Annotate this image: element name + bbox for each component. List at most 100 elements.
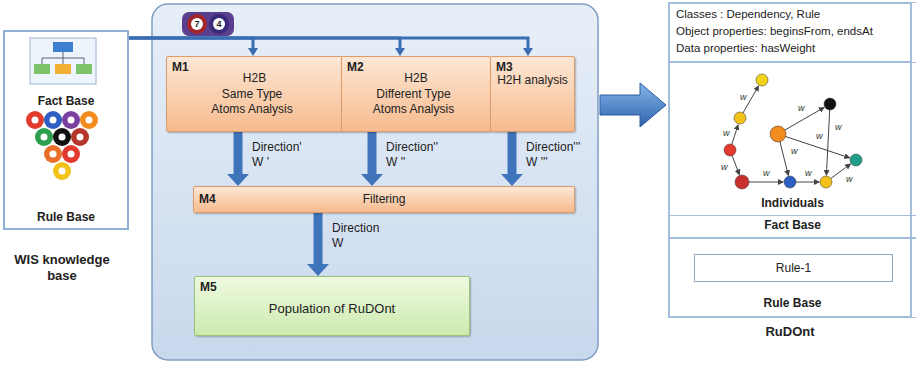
node-heading: Rule Base <box>669 296 916 311</box>
node-label: Same Type Atoms Analysis <box>207 87 297 117</box>
module-box: M3H2H analysis <box>490 56 575 132</box>
individual-balls <box>756 74 768 86</box>
individual-balls <box>820 176 832 188</box>
individual-balls <box>784 176 796 188</box>
pipeline-panel <box>152 4 598 360</box>
node-heading: M1 <box>172 60 189 75</box>
node-label: H2H analysis <box>491 73 574 88</box>
pool-balls <box>86 117 93 124</box>
output-arrow <box>600 83 666 127</box>
distribution-line <box>129 38 258 56</box>
edge-label: Direction''' W ''' <box>526 140 585 170</box>
pool-balls <box>62 145 80 163</box>
individual-balls <box>724 144 736 156</box>
node-label: Filtering <box>194 192 574 207</box>
individual-balls <box>735 175 749 189</box>
pool-balls <box>53 162 71 180</box>
ball-number: 4 <box>210 18 228 30</box>
connector-line <box>129 38 253 49</box>
atom-pair-icon <box>209 14 229 34</box>
pool-balls <box>44 111 62 129</box>
atom-pair-icon <box>182 12 234 36</box>
pool-balls <box>50 151 57 158</box>
node-heading: Fact Base <box>5 94 127 109</box>
connector-line <box>314 213 323 265</box>
pipeline-panel <box>152 4 598 360</box>
flow-arrow <box>227 132 249 186</box>
distribution-line <box>129 38 533 56</box>
node-heading: M2 <box>347 60 364 75</box>
fact-base-icon <box>42 52 84 64</box>
connector-line <box>234 132 243 175</box>
node-heading: WIS knowledge base <box>5 252 119 285</box>
flow-arrow <box>307 213 329 276</box>
arrow-head <box>307 264 329 276</box>
node-label: Object properties: beginsFrom, endsAt <box>676 24 873 38</box>
flow-arrow <box>361 132 383 186</box>
pool-balls <box>50 117 57 124</box>
fact-base-section: Fact Base Classes : Dependency, RuleObjec… <box>668 2 916 238</box>
individual-balls <box>724 74 862 189</box>
node-heading: Fact Base <box>669 218 916 233</box>
node-label: Rule-1 <box>695 261 892 276</box>
weight-label: w <box>739 92 748 102</box>
schema-section: Classes : Dependency, RuleObject propert… <box>668 2 912 62</box>
arrow-head <box>361 174 383 186</box>
individuals-graph <box>826 104 830 175</box>
node-label: Population of RuDOnt <box>195 301 469 317</box>
output-arrow <box>600 83 666 127</box>
pool-balls <box>59 168 66 175</box>
flow-arrow <box>501 132 523 186</box>
node-heading: Individuals <box>669 196 916 211</box>
node-heading: Rule Base <box>5 210 127 225</box>
connector-line <box>508 132 517 175</box>
pool-balls <box>26 111 98 180</box>
node-heading: RuDOnt <box>670 324 910 340</box>
pool-balls <box>35 128 53 146</box>
arrow-head <box>395 48 405 56</box>
node-label: H2B <box>167 71 342 86</box>
pool-balls <box>62 111 80 129</box>
population-box: M5Population of RuDOnt <box>194 276 470 336</box>
weight-label: w <box>845 174 854 184</box>
arrow-head <box>248 48 258 56</box>
pool-balls <box>71 128 89 146</box>
fact-base-icon <box>53 42 73 52</box>
pool-balls <box>68 151 75 158</box>
pool-balls <box>68 117 75 124</box>
module-box: M1H2BSame Type Atoms Analysis <box>166 56 343 132</box>
arrow-head <box>523 48 533 56</box>
individual-balls <box>770 126 786 142</box>
module-box: M2H2BDifferent Type Atoms Analysis <box>341 56 491 132</box>
node-heading: M4 <box>199 192 216 207</box>
ontology-box: RuDOntFact BaseClasses : Dependency, Rul… <box>668 2 912 318</box>
pool-balls <box>26 111 44 129</box>
node-label: Classes : Dependency, Rule <box>676 7 820 21</box>
pool-balls <box>59 134 66 141</box>
node-label: H2B <box>342 71 490 86</box>
node-label: Different Type Atoms Analysis <box>366 87 461 117</box>
ball-number: 7 <box>188 18 206 30</box>
arrow-head <box>227 174 249 186</box>
pool-balls <box>41 134 48 141</box>
arrow-head <box>501 174 523 186</box>
weight-label: w <box>790 146 799 156</box>
fact-base-icon <box>76 64 92 74</box>
edge-label: Direction W <box>332 221 384 251</box>
filter-band: M4Filtering <box>193 186 575 213</box>
fact-base-icon <box>30 38 96 84</box>
atom-pair-icon <box>187 14 207 34</box>
weight-label: w <box>804 168 813 178</box>
rule-box: Rule-1 <box>694 254 893 282</box>
pool-balls <box>32 117 39 124</box>
weight-label: w <box>815 131 824 141</box>
pool-balls <box>80 111 98 129</box>
distribution-line <box>129 38 405 56</box>
weight-label: w <box>722 128 731 138</box>
fact-base-icon <box>30 38 96 84</box>
individual-balls <box>734 112 746 124</box>
rule-base-section: Rule Base Rule-1 <box>668 238 916 318</box>
node-heading: M5 <box>200 280 217 295</box>
fact-base-icon <box>55 64 71 74</box>
fact-base-icon <box>34 64 50 74</box>
